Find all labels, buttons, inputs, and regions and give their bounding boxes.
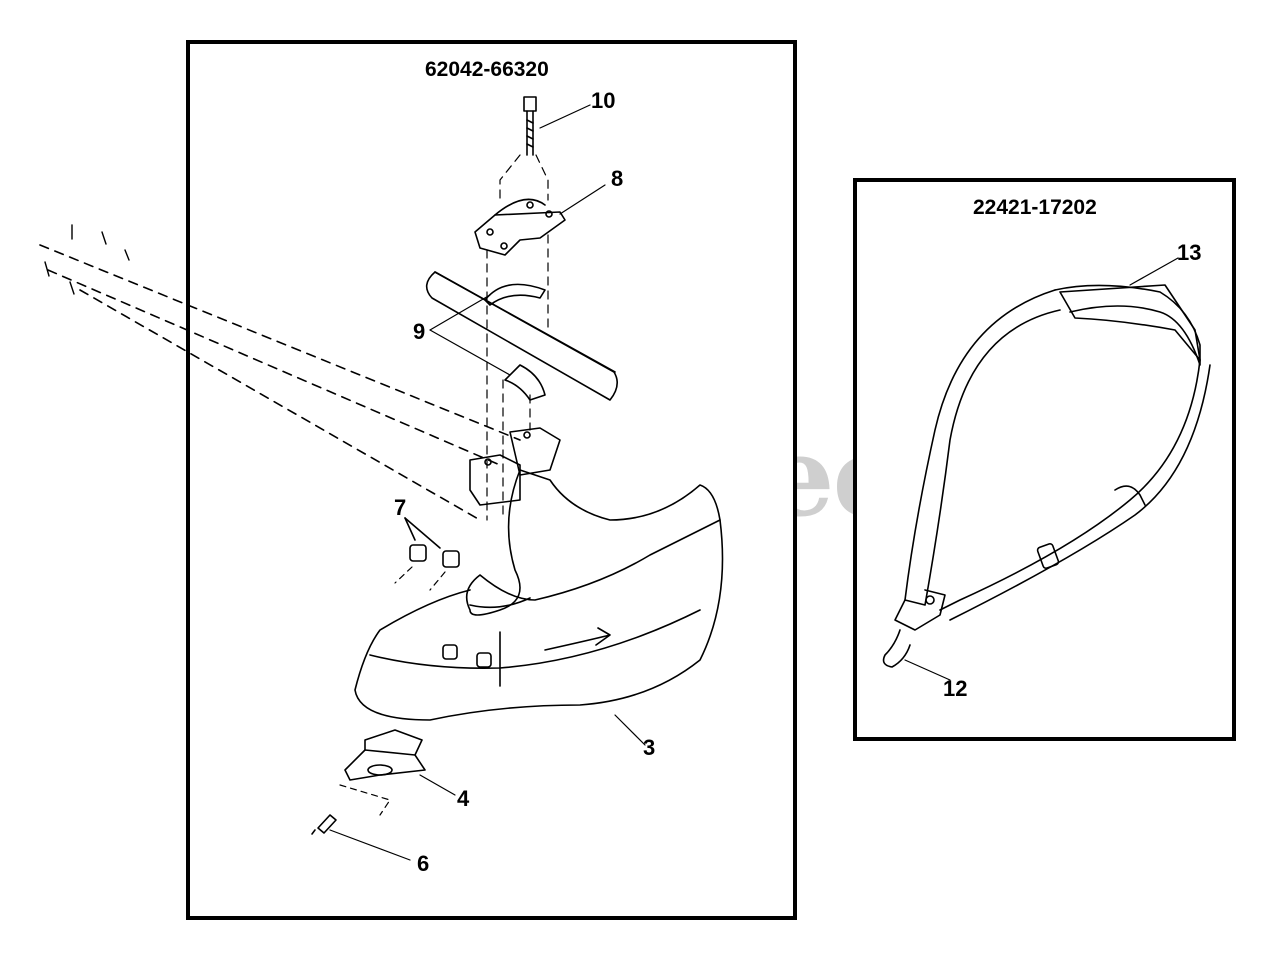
screw-6	[311, 814, 337, 835]
bracket-4	[339, 729, 426, 816]
guard-3	[354, 469, 724, 721]
callout-6: 6	[417, 851, 430, 876]
shaft-end-marks	[44, 224, 130, 295]
left-panel-part-number: 62042-66320	[425, 58, 549, 81]
callout-3: 3	[643, 735, 656, 760]
right-diagram-panel	[853, 178, 1236, 741]
half-shell-9-upper	[484, 283, 546, 306]
left-diagram-panel	[186, 40, 797, 920]
callout-4: 4	[457, 786, 470, 811]
clamp-8	[474, 198, 566, 256]
mount-block	[469, 427, 561, 506]
callout-12: 12	[943, 676, 968, 701]
right-panel-part-number: 22421-17202	[973, 196, 1097, 219]
callout-10: 10	[591, 88, 616, 113]
harness-strap	[882, 284, 1211, 668]
callout-9: 9	[413, 319, 426, 344]
nuts-7	[394, 517, 460, 591]
bolt-10	[523, 96, 537, 156]
shaft-tube	[425, 271, 618, 401]
callout-13: 13	[1177, 240, 1202, 265]
callout-8: 8	[611, 166, 624, 191]
half-shell-9-lower	[504, 364, 546, 401]
leader-lines-right	[904, 257, 1179, 681]
assembly-guides	[486, 154, 549, 521]
shaft-dashed	[39, 244, 521, 521]
callout-7: 7	[394, 495, 407, 520]
leader-lines-left	[329, 104, 646, 861]
